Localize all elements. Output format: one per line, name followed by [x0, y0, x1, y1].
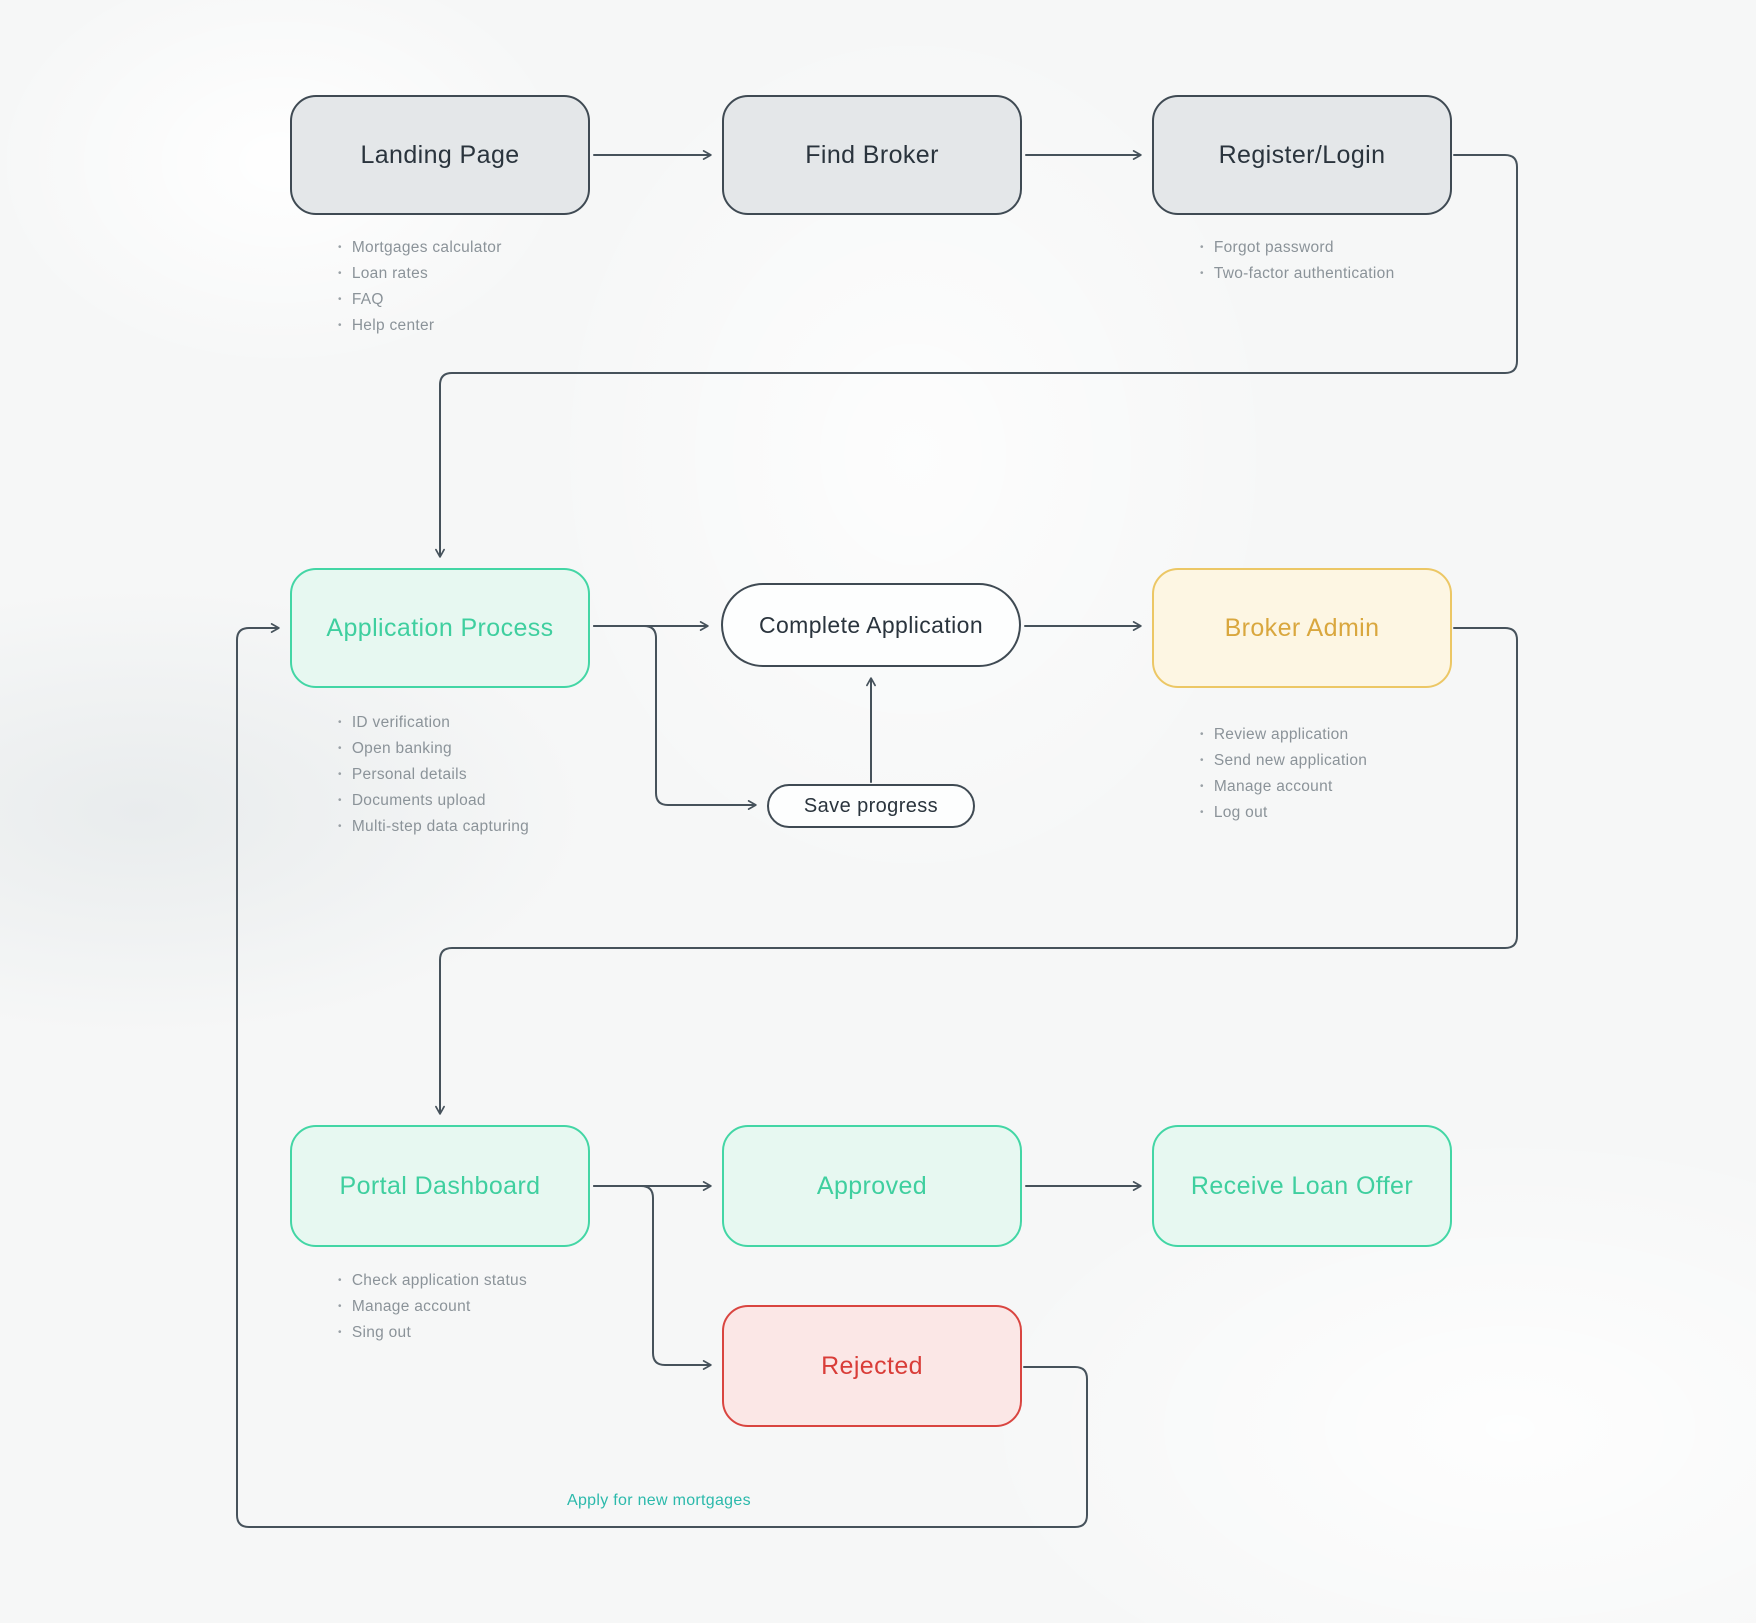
node-complete-application[interactable]: Complete Application: [721, 583, 1021, 667]
node-rejected[interactable]: Rejected: [722, 1305, 1022, 1427]
edge-brokeradmin-to-portal: [435, 627, 1518, 1115]
note-item: Personal details: [351, 766, 467, 783]
edge-portal-to-rejected: [593, 1185, 712, 1370]
note-item: Two-factor authentication: [1213, 265, 1395, 282]
note-item: Review application: [1213, 726, 1349, 743]
note-item: Sing out: [351, 1324, 412, 1341]
note-item: Manage account: [351, 1298, 471, 1315]
node-landing-page-label: Landing Page: [360, 140, 520, 169]
note-item: Documents upload: [351, 792, 486, 809]
node-application-process-label: Application Process: [326, 613, 554, 642]
note-item: Check application status: [351, 1272, 528, 1289]
edge-register-to-applicationprocess: [435, 154, 1518, 558]
node-broker-admin-label: Broker Admin: [1224, 613, 1380, 642]
node-find-broker-label: Find Broker: [805, 140, 939, 169]
notes-landing-page: Mortgages calculator Loan rates FAQ Help…: [338, 236, 502, 340]
node-application-process[interactable]: Application Process: [290, 568, 590, 688]
node-save-progress[interactable]: Save progress: [767, 784, 975, 828]
note-item: Log out: [1213, 804, 1268, 821]
node-receive-loan-offer-label: Receive Loan Offer: [1190, 1171, 1414, 1200]
note-item: Loan rates: [351, 265, 429, 282]
note-item: ID verification: [351, 714, 451, 731]
note-item: Open banking: [351, 740, 452, 757]
node-landing-page[interactable]: Landing Page: [290, 95, 590, 215]
note-item: Send new application: [1213, 752, 1368, 769]
loopback-edge-label: Apply for new mortgages: [567, 1492, 751, 1509]
notes-portal-dashboard: Check application status Manage account …: [338, 1269, 527, 1347]
note-item: Forgot password: [1213, 239, 1334, 256]
note-item: Help center: [351, 317, 435, 334]
notes-broker-admin: Review application Send new application …: [1200, 723, 1367, 827]
node-portal-dashboard-label: Portal Dashboard: [339, 1171, 541, 1200]
node-save-progress-label: Save progress: [803, 794, 939, 817]
node-find-broker[interactable]: Find Broker: [722, 95, 1022, 215]
note-item: FAQ: [351, 291, 384, 308]
node-register-login-label: Register/Login: [1218, 140, 1386, 169]
node-receive-loan-offer[interactable]: Receive Loan Offer: [1152, 1125, 1452, 1247]
node-complete-application-label: Complete Application: [758, 611, 984, 638]
note-item: Mortgages calculator: [351, 239, 502, 256]
node-register-login[interactable]: Register/Login: [1152, 95, 1452, 215]
node-rejected-label: Rejected: [821, 1351, 923, 1380]
node-approved-label: Approved: [816, 1171, 928, 1200]
note-item: Manage account: [1213, 778, 1333, 795]
edge-applicationprocess-to-saveprogress: [593, 625, 757, 810]
node-portal-dashboard[interactable]: Portal Dashboard: [290, 1125, 590, 1247]
notes-application-process: ID verification Open banking Personal de…: [338, 711, 529, 841]
notes-register-login: Forgot password Two-factor authenticatio…: [1200, 236, 1395, 288]
note-item: Multi-step data capturing: [351, 818, 530, 835]
edge-rejected-loopback-to-applicationprocess: [236, 623, 1088, 1528]
node-broker-admin[interactable]: Broker Admin: [1152, 568, 1452, 688]
node-approved[interactable]: Approved: [722, 1125, 1022, 1247]
